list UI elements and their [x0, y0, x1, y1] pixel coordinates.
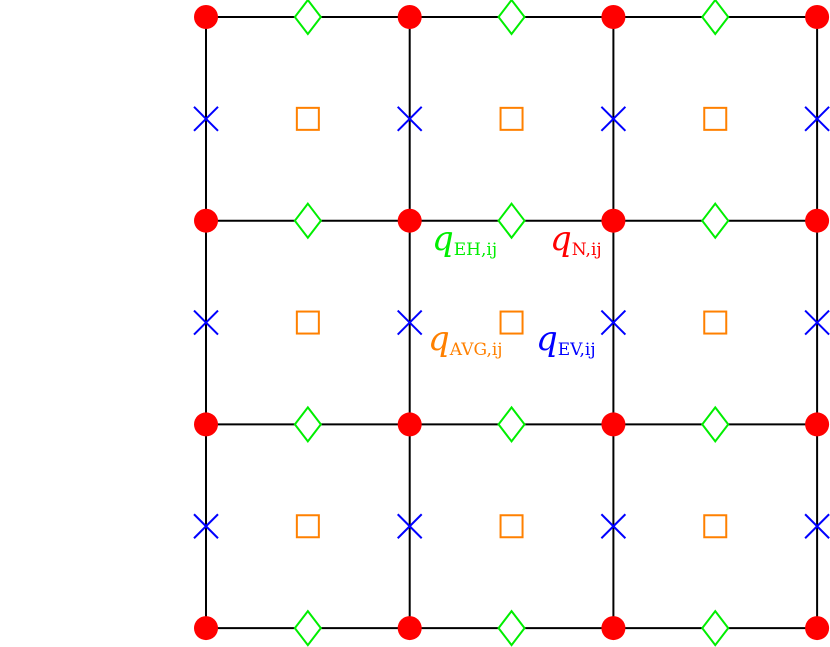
cell-center-square-marker [295, 310, 320, 335]
node-dot-marker [601, 616, 626, 641]
cross-stroke [396, 513, 423, 539]
node-dot-marker [805, 208, 830, 233]
cross-stroke [804, 309, 830, 336]
horizontal-edge-diamond-marker [293, 202, 323, 240]
node-dot-marker [397, 412, 422, 437]
node-dot-marker [805, 616, 830, 641]
node-dot-marker [194, 5, 218, 29]
cross-stroke [396, 309, 423, 336]
horizontal-edge-diamond-marker [700, 0, 730, 36]
label-q-eh-symbol: q [432, 219, 454, 259]
grid-markers [193, 0, 830, 647]
label-q-ev: qEV,ij [536, 319, 596, 360]
label-q-ev-subscript: EV,ij [558, 340, 596, 360]
horizontal-edge-diamond-marker [497, 405, 526, 444]
cross-stroke [193, 106, 219, 132]
cell-center-square-marker [703, 514, 728, 539]
node-dot-marker [601, 5, 626, 29]
cross-stroke [600, 513, 627, 539]
node-dot-marker [194, 208, 218, 233]
vertical-edge-cross-marker [193, 513, 219, 539]
label-q-avg-symbol: q [428, 319, 450, 359]
vertical-edge-cross-marker [804, 513, 830, 539]
cell-center-square-marker [499, 514, 524, 539]
horizontal-edge-diamond-marker [293, 609, 323, 647]
node-dot-marker [397, 208, 422, 233]
horizontal-edge-diamond-marker [497, 202, 526, 240]
vertical-edge-cross-marker [600, 513, 627, 539]
vertical-edge-cross-marker [600, 106, 627, 132]
label-q-n-symbol: q [550, 219, 572, 259]
label-q-eh-subscript: EH,ij [454, 240, 497, 260]
label-q-n-subscript: N,ij [572, 240, 602, 260]
node-dot-marker [194, 616, 218, 641]
vertical-edge-cross-marker [600, 309, 627, 336]
cell-center-square-marker [295, 106, 320, 131]
node-dot-marker [805, 5, 830, 29]
label-q-avg-subscript: AVG,ij [449, 340, 503, 360]
cross-stroke [396, 106, 423, 132]
vertical-edge-cross-marker [396, 513, 423, 539]
horizontal-edge-diamond-marker [293, 0, 323, 36]
vertical-edge-cross-marker [396, 309, 423, 336]
horizontal-edge-diamond-marker [700, 202, 730, 240]
cross-stroke [600, 106, 627, 132]
node-dot-marker [397, 5, 422, 29]
node-dot-marker [805, 412, 830, 437]
label-q-avg: qAVG,ij [428, 319, 503, 360]
label-q-eh: qEH,ij [432, 219, 497, 260]
cell-center-square-marker [703, 106, 728, 131]
cell-center-square-marker [703, 310, 728, 335]
horizontal-edge-diamond-marker [497, 609, 526, 647]
cell-center-square-marker [499, 310, 524, 335]
cross-stroke [804, 106, 830, 132]
horizontal-edge-diamond-marker [700, 405, 730, 444]
cross-stroke [600, 309, 627, 336]
cell-center-square-marker [295, 514, 320, 539]
vertical-edge-cross-marker [804, 106, 830, 132]
horizontal-edge-diamond-marker [497, 0, 526, 36]
label-q-n: qN,ij [550, 219, 602, 260]
node-dot-marker [194, 412, 218, 437]
node-dot-marker [601, 208, 626, 233]
horizontal-edge-diamond-marker [700, 609, 730, 647]
cross-stroke [193, 513, 219, 539]
horizontal-edge-diamond-marker [293, 405, 323, 444]
cell-center-square-marker [499, 106, 524, 131]
label-q-ev-symbol: q [536, 319, 558, 359]
cross-stroke [804, 513, 830, 539]
vertical-edge-cross-marker [193, 309, 219, 336]
vertical-edge-cross-marker [193, 106, 219, 132]
vertical-edge-cross-marker [396, 106, 423, 132]
node-dot-marker [601, 412, 626, 437]
cross-stroke [193, 309, 219, 336]
node-dot-marker [397, 616, 422, 641]
vertical-edge-cross-marker [804, 309, 830, 336]
